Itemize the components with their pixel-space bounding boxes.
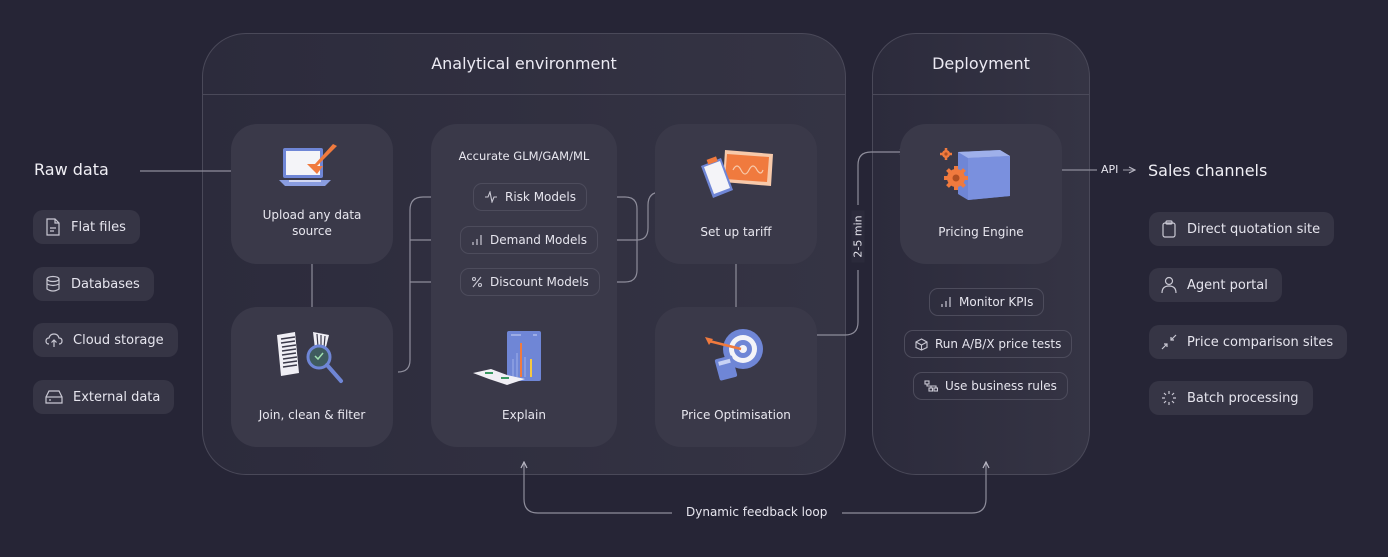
feedback-loop-left	[524, 462, 672, 514]
models-title: Accurate GLM/GAM/ML	[458, 149, 590, 163]
activity-icon	[485, 191, 497, 203]
tariff-icon	[701, 150, 773, 198]
raw-data-label: External data	[73, 389, 161, 405]
hierarchy-icon	[924, 380, 938, 392]
feedback-loop-right	[842, 462, 986, 514]
cube-icon	[915, 337, 928, 351]
sales-channels-title: Sales channels	[1148, 161, 1268, 180]
percent-icon	[471, 276, 483, 288]
discount-models-pill[interactable]: Discount Models	[460, 268, 600, 296]
bar-chart-icon	[472, 235, 482, 245]
feedback-loop-label: Dynamic feedback loop	[686, 505, 828, 519]
loader-icon	[1162, 391, 1176, 405]
explain-chart-icon	[473, 331, 541, 385]
pricing-engine-label: Pricing Engine	[938, 225, 1024, 239]
arrows-in-icon	[1161, 334, 1177, 350]
ab-price-tests-pill[interactable]: Run A/B/X price tests	[904, 330, 1073, 358]
business-rules-pill[interactable]: Use business rules	[913, 372, 1068, 400]
sales-item-direct-quotation[interactable]: Direct quotation site	[1149, 212, 1335, 246]
monitor-kpis-pill[interactable]: Monitor KPIs	[929, 288, 1045, 316]
hard-drive-icon	[45, 390, 63, 404]
price-optimisation-card[interactable]: Price Optimisation	[655, 307, 817, 447]
raw-data-item-external-data[interactable]: External data	[33, 380, 175, 414]
pricing-engine-cube-icon	[940, 148, 1010, 200]
models-card: Accurate GLM/GAM/ML Explain	[431, 124, 617, 447]
raw-data-label: Databases	[71, 276, 140, 292]
raw-data-item-databases[interactable]: Databases	[33, 267, 154, 301]
join-clean-filter-card[interactable]: Join, clean & filter	[231, 307, 393, 447]
laptop-upload-icon	[279, 144, 337, 186]
upload-label: Upload any data source	[262, 208, 362, 238]
raw-data-item-cloud-storage[interactable]: Cloud storage	[33, 323, 178, 357]
raw-data-title: Raw data	[34, 160, 109, 179]
database-icon	[46, 275, 60, 292]
bar-chart-icon	[941, 297, 951, 307]
api-label: API	[1101, 163, 1119, 176]
cloud-upload-icon	[45, 333, 63, 347]
target-calculator-icon	[705, 329, 763, 381]
arrow-optimisation-to-engine	[813, 270, 859, 336]
upload-card[interactable]: Upload any data source	[231, 124, 393, 264]
risk-models-pill[interactable]: Risk Models	[473, 183, 587, 211]
documents-magnifier-icon	[277, 332, 343, 383]
pricing-engine-card[interactable]: Pricing Engine	[900, 124, 1062, 264]
arrow-join-to-models	[397, 197, 444, 373]
analytical-environment-title: Analytical environment	[203, 34, 845, 95]
raw-data-label: Flat files	[71, 219, 126, 235]
sales-item-batch-processing[interactable]: Batch processing	[1149, 381, 1313, 415]
demand-models-pill[interactable]: Demand Models	[460, 226, 598, 254]
sales-item-price-comparison[interactable]: Price comparison sites	[1149, 325, 1348, 359]
set-up-tariff-card[interactable]: Set up tariff	[655, 124, 817, 264]
raw-data-label: Cloud storage	[73, 332, 164, 348]
join-clean-filter-label: Join, clean & filter	[258, 408, 366, 422]
set-up-tariff-label: Set up tariff	[700, 225, 772, 239]
file-icon	[46, 218, 60, 236]
clipboard-icon	[1162, 220, 1176, 238]
deployment-title: Deployment	[873, 34, 1089, 95]
user-icon	[1161, 276, 1177, 294]
price-optimisation-label: Price Optimisation	[681, 408, 791, 422]
explain-label[interactable]: Explain	[502, 408, 546, 422]
raw-data-item-flat-files[interactable]: Flat files	[33, 210, 140, 244]
sales-item-agent-portal[interactable]: Agent portal	[1149, 268, 1282, 302]
timing-label: 2-5 min	[851, 210, 865, 263]
